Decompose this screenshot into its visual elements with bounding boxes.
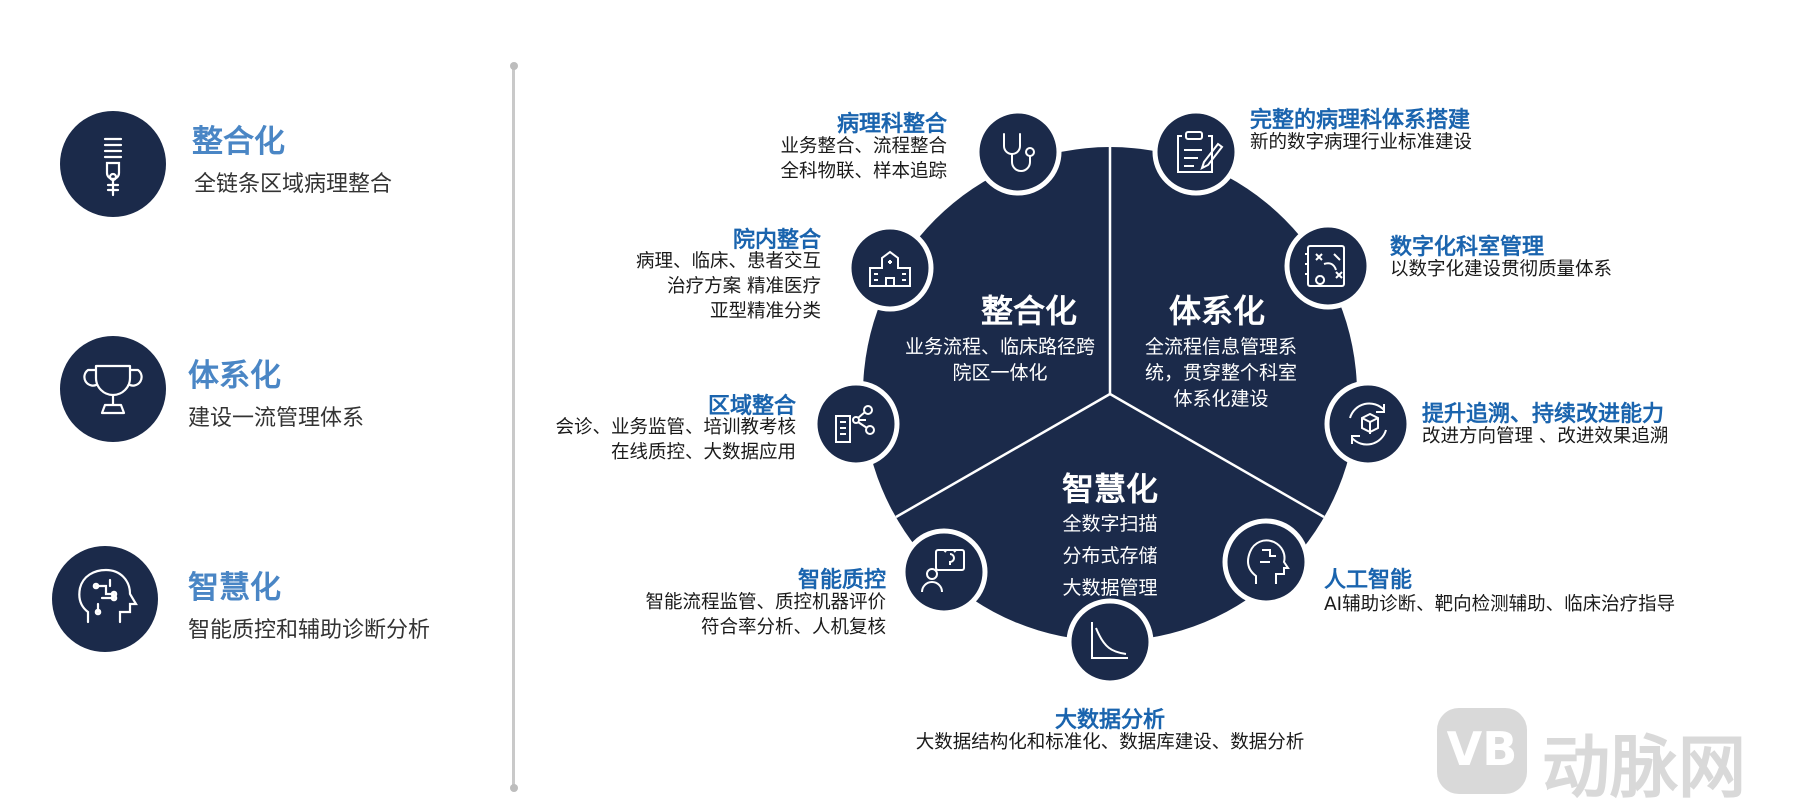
node-desc-line: 符合率分析、人机复核 xyxy=(700,617,886,638)
node-desc-smart-qc: 智能流程监管、质控机器评价 符合率分析、人机复核 xyxy=(645,590,886,640)
node-desc-hospital-integration: 病理、临床、患者交互 治疗方案 精准医疗 亚型精准分类 xyxy=(636,249,821,324)
trophy-icon xyxy=(60,336,166,442)
node-desc-line: 智能流程监管、质控机器评价 xyxy=(645,592,886,613)
divider-top-dot xyxy=(510,62,518,70)
idea-person-icon xyxy=(903,531,985,613)
ai-head-icon xyxy=(52,546,158,652)
watermark-logo-text: VB xyxy=(1446,722,1518,776)
node-desc-traceability: 改进方向管理 、改进效果追溯 xyxy=(1422,426,1669,447)
node-desc-system-build: 新的数字病理行业标准建设 xyxy=(1250,132,1473,153)
node-desc-line: 在线质控、大数据应用 xyxy=(610,442,796,463)
sector-title-smart: 智慧化 xyxy=(1061,470,1158,508)
node-desc-line: 业务整合、流程整合 xyxy=(780,136,947,157)
node-title-big-data: 大数据分析 xyxy=(1054,708,1165,733)
left-title-3: 智慧化 xyxy=(188,570,281,606)
watermark-logo: VB xyxy=(1437,708,1527,794)
sector-dividers xyxy=(895,147,1325,519)
node-title-ai: 人工智能 xyxy=(1324,568,1413,593)
sector-desc-system: 全流程信息管理系 统，贯穿整个科室 体系化建设 xyxy=(1128,334,1314,412)
node-desc-line: 会诊、业务监管、培训教考核 xyxy=(555,417,796,438)
node-title-traceability: 提升追溯、持续改进能力 xyxy=(1422,402,1665,427)
sector-title-system: 体系化 xyxy=(1168,292,1265,330)
node-desc-line: 亚型精准分类 xyxy=(709,301,821,322)
left-subtitle-2: 建设一流管理体系 xyxy=(188,406,365,431)
node-desc-line: 全科物联、样本追踪 xyxy=(780,161,947,182)
node-desc-digital-dept: 以数字化建设贯彻质量体系 xyxy=(1390,259,1613,280)
brain-head-icon xyxy=(1225,521,1307,603)
watermark-text: 动脉网 xyxy=(1542,729,1747,808)
sector-desc-line: 大数据管理 xyxy=(1062,577,1158,599)
network-building-icon xyxy=(815,383,897,465)
node-title-system-build: 完整的病理科体系搭建 xyxy=(1250,108,1471,133)
sector-desc-smart: 全数字扫描 分布式存储 大数据管理 xyxy=(1018,508,1202,604)
node-desc-line: 治疗方案 精准医疗 xyxy=(667,276,821,297)
node-title-hospital-integration: 院内整合 xyxy=(732,228,821,253)
zipper-icon xyxy=(60,111,166,217)
left-subtitle-3: 智能质控和辅助诊断分析 xyxy=(188,618,431,643)
node-desc-ai: AI辅助诊断、靶向检测辅助、临床治疗指导 xyxy=(1324,594,1676,615)
sector-desc-integration: 业务流程、临床路径跨 院区一体化 xyxy=(880,334,1120,386)
node-title-digital-dept: 数字化科室管理 xyxy=(1390,235,1545,260)
hospital-icon xyxy=(849,227,931,309)
sector-desc-line: 业务流程、临床路径跨 xyxy=(904,336,1095,358)
sector-desc-line: 院区一体化 xyxy=(952,362,1048,384)
node-desc-dept-integration: 业务整合、流程整合 全科物联、样本追踪 xyxy=(780,134,947,184)
sector-desc-line: 分布式存储 xyxy=(1062,545,1158,567)
node-desc-line: 病理、临床、患者交互 xyxy=(635,251,821,272)
sector-desc-line: 统，贯穿整个科室 xyxy=(1144,362,1297,384)
line-chart-icon xyxy=(1069,601,1151,683)
node-desc-regional-integration: 会诊、业务监管、培训教考核 在线质控、大数据应用 xyxy=(555,415,796,465)
stethoscope-icon xyxy=(977,111,1059,193)
cycle-box-icon xyxy=(1327,383,1409,465)
left-title-2: 体系化 xyxy=(188,358,281,394)
vertical-divider xyxy=(512,66,515,790)
sector-desc-line: 全流程信息管理系 xyxy=(1144,336,1297,358)
divider-bottom-dot xyxy=(510,784,518,792)
sector-title-integration: 整合化 xyxy=(980,292,1077,330)
node-desc-big-data: 大数据结构化和标准化、数据库建设、数据分析 xyxy=(915,732,1305,753)
sector-desc-line: 全数字扫描 xyxy=(1062,513,1158,535)
node-title-dept-integration: 病理科整合 xyxy=(836,112,947,137)
strategy-board-icon xyxy=(1287,225,1369,307)
sector-desc-line: 体系化建设 xyxy=(1173,388,1269,410)
left-title-1: 整合化 xyxy=(192,124,285,160)
node-title-smart-qc: 智能质控 xyxy=(797,568,886,593)
left-subtitle-1: 全链条区域病理整合 xyxy=(194,172,393,197)
clipboard-icon xyxy=(1155,111,1237,193)
node-title-regional-integration: 区域整合 xyxy=(707,394,796,419)
